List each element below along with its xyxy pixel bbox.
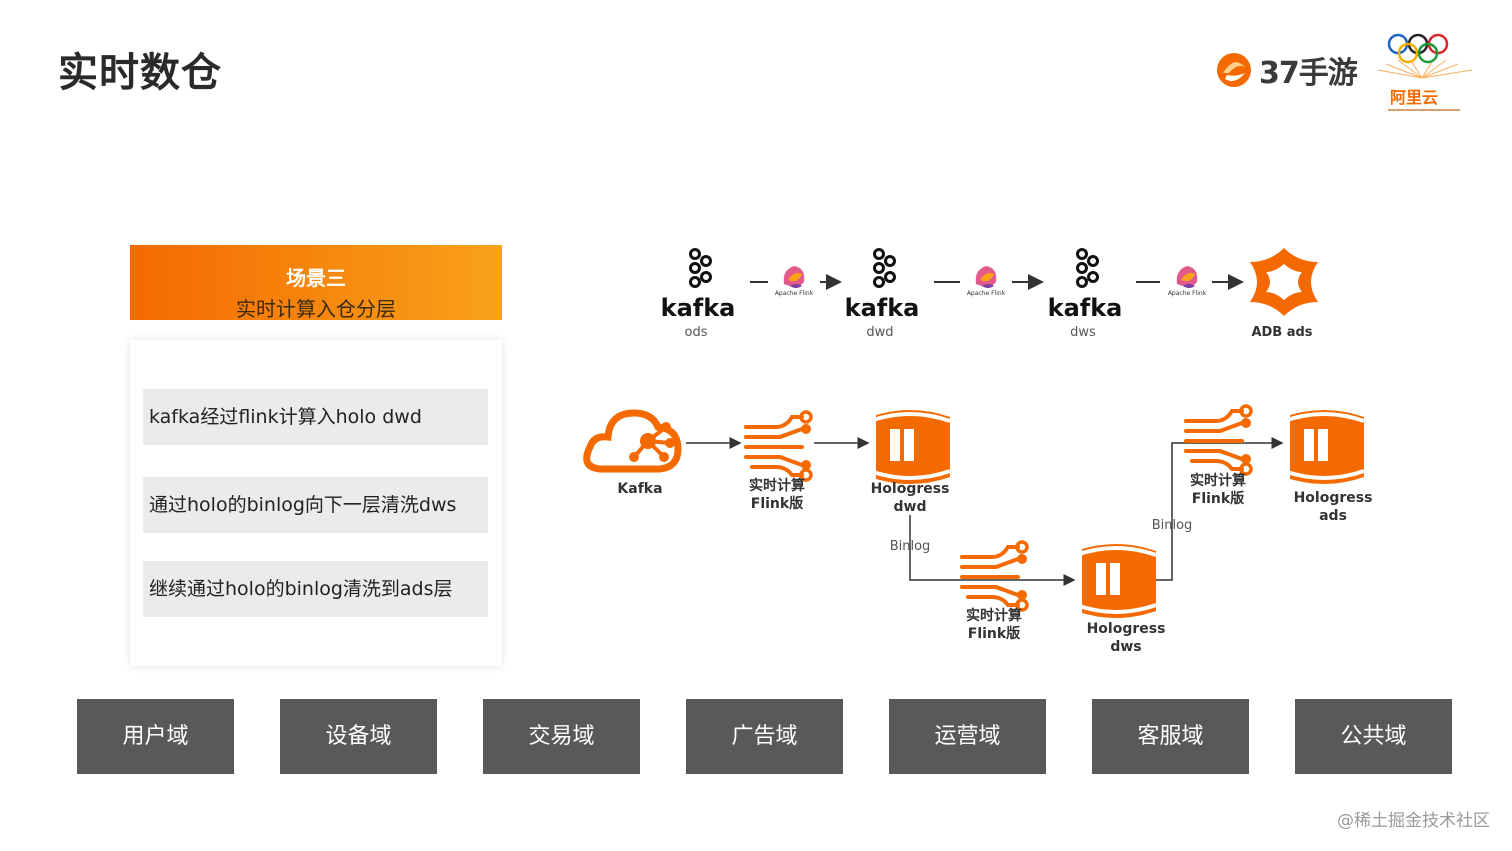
- partner-logo: 阿里云: [1372, 30, 1480, 115]
- kafka-dwd-label: dwd: [866, 325, 894, 340]
- flink2-line1: 实时计算: [966, 608, 1022, 624]
- flink1-line2: Flink版: [750, 496, 804, 512]
- kafka-icon: [1076, 248, 1099, 288]
- flink-icon: [1176, 266, 1198, 288]
- step-item: 通过holo的binlog向下一层清洗dws: [143, 477, 488, 533]
- domain-public: 公共域: [1295, 699, 1452, 774]
- flink3-line2: Flink版: [1191, 491, 1245, 507]
- holo-dws-line1: Hologress: [1086, 621, 1166, 637]
- watermark: @稀土掘金技术社区: [1337, 811, 1490, 831]
- holo-dws-line2: dws: [1110, 639, 1142, 655]
- kafka-cloud-icon: [583, 409, 682, 473]
- binlog-label: Binlog: [1151, 518, 1193, 533]
- domain-service: 客服域: [1092, 699, 1249, 774]
- olympic-rings-icon: [1377, 33, 1473, 111]
- scene-subtitle: 实时计算入仓分层: [236, 297, 396, 321]
- adb-icon: [1250, 248, 1318, 316]
- swirl-icon: [1217, 53, 1251, 87]
- holo-dwd-line2: dwd: [893, 499, 927, 515]
- flink-label: Apache Flink: [1167, 290, 1207, 297]
- kafka-dwd-word: kafka: [844, 294, 920, 322]
- holo-ads-line2: ads: [1319, 508, 1347, 524]
- binlog-label: Binlog: [889, 539, 931, 554]
- flink-compute-icon: [744, 410, 813, 482]
- hologres-ads-icon: [1282, 408, 1366, 486]
- scene-header: 场景三 实时计算入仓分层: [130, 245, 502, 321]
- domain-ads: 广告域: [686, 699, 843, 774]
- top-flow-diagram: [689, 248, 1318, 316]
- flink3-line1: 实时计算: [1190, 473, 1246, 489]
- bottom-flow-diagram: [583, 404, 1366, 620]
- holo-dwd-line1: Hologress: [870, 481, 950, 497]
- brand-logo-text: 37手游: [1259, 56, 1358, 91]
- domain-user: 用户域: [77, 699, 234, 774]
- step-item: kafka经过flink计算入holo dwd: [143, 389, 488, 445]
- domain-device: 设备域: [280, 699, 437, 774]
- kafka-icon: [689, 248, 712, 288]
- brand-logo: 37手游: [1215, 50, 1358, 91]
- flink1-line1: 实时计算: [749, 478, 805, 494]
- flink-icon: [975, 266, 997, 288]
- steps-panel: kafka经过flink计算入holo dwd 通过holo的binlog向下一…: [130, 340, 502, 666]
- domain-trade: 交易域: [483, 699, 640, 774]
- flink-icon: [783, 266, 805, 288]
- page-title: 实时数仓: [58, 50, 222, 96]
- flink-label: Apache Flink: [774, 290, 814, 297]
- kafka-dws-label: dws: [1070, 325, 1096, 340]
- kafka-ods-word: kafka: [660, 294, 736, 322]
- hologres-dws-icon: [1074, 542, 1158, 620]
- kafka-ods-label: ods: [684, 325, 708, 340]
- holo-ads-line1: Hologress: [1293, 490, 1373, 506]
- adb-label: ADB ads: [1251, 325, 1313, 340]
- partner-logo-text: 阿里云: [1390, 88, 1439, 107]
- hologres-dwd-icon: [868, 408, 952, 486]
- step-item: 继续通过holo的binlog清洗到ads层: [143, 561, 488, 617]
- flink-label: Apache Flink: [966, 290, 1006, 297]
- kafka-label: Kafka: [617, 481, 663, 497]
- flink-compute-icon: [960, 540, 1029, 612]
- flink-compute-icon: [1184, 404, 1253, 476]
- scene-tag: 场景三: [286, 266, 346, 290]
- domain-ops: 运营域: [889, 699, 1046, 774]
- kafka-dws-word: kafka: [1047, 294, 1123, 322]
- kafka-icon: [873, 248, 896, 288]
- flink2-line2: Flink版: [967, 626, 1021, 642]
